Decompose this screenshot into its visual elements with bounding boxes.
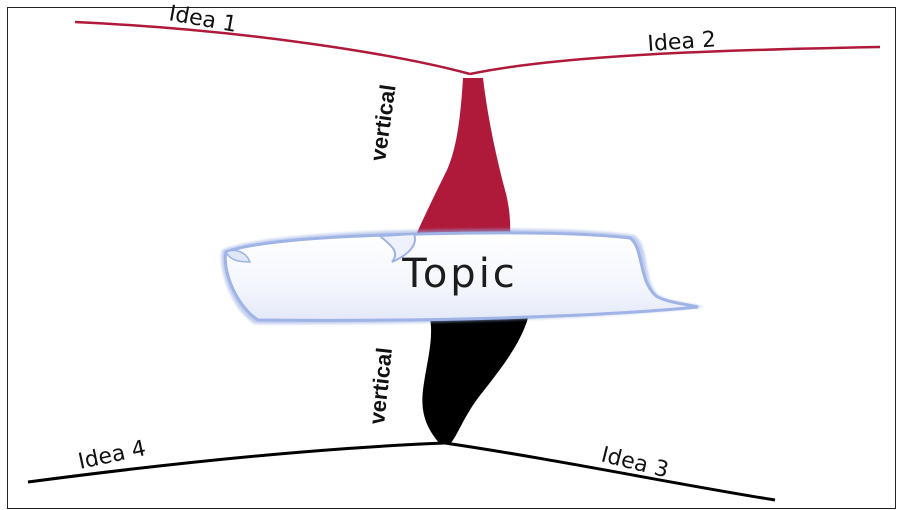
idea-3-label[interactable]: Idea 3 xyxy=(599,443,671,484)
idea-1-label[interactable]: Idea 1 xyxy=(167,1,239,38)
branch-line-idea-1 xyxy=(75,22,470,74)
topic-node[interactable]: Topic xyxy=(221,229,704,324)
vertical-label-lower: vertical xyxy=(364,346,397,425)
idea-2-label[interactable]: Idea 2 xyxy=(647,27,717,57)
topic-label: Topic xyxy=(401,251,518,297)
vertical-label-upper: vertical xyxy=(365,83,400,163)
lower-trunk xyxy=(422,318,528,444)
upper-trunk xyxy=(410,78,510,248)
